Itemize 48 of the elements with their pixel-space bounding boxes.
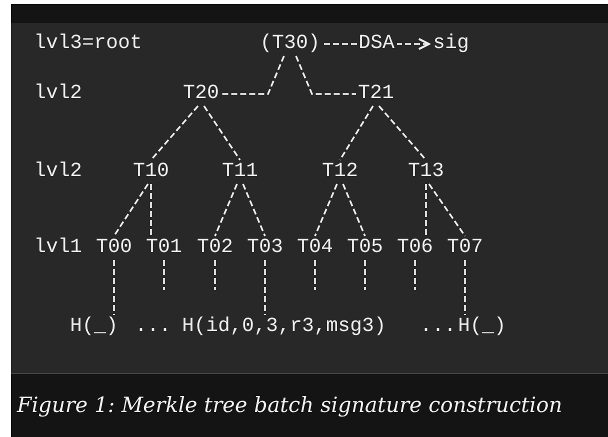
connector-line [378, 105, 427, 161]
level-label: ... [135, 315, 172, 339]
connector-line [464, 260, 466, 315]
tree-node-label: T01 [146, 236, 182, 260]
tree-node-label: T00 [96, 236, 132, 260]
tree-node-label: T04 [297, 236, 334, 260]
level-label: lvl2 [34, 160, 82, 184]
connector-line [264, 260, 266, 315]
tree-node-label: T21 [358, 82, 394, 106]
connector-line [425, 184, 427, 236]
tree-node-label: T05 [347, 236, 384, 260]
tree-node-label: T13 [408, 160, 444, 184]
tree-node-label: T11 [222, 160, 258, 184]
tree-node-label: T06 [397, 236, 434, 260]
connector-line [214, 184, 238, 236]
connector-line [163, 260, 165, 290]
tree-node-label: H(_) [70, 315, 118, 339]
connector-line [342, 184, 366, 236]
connector-line [314, 184, 338, 236]
tree-node-label: H(_) [458, 315, 506, 339]
connector-line [428, 183, 466, 237]
connector-line [221, 56, 285, 95]
figure-caption: Figure 1: Merkle tree batch signature construction [17, 392, 562, 419]
connector-line [113, 260, 115, 315]
connector-line [364, 260, 366, 290]
connector-line [242, 184, 266, 236]
connector-line [203, 106, 241, 160]
connector-line [113, 184, 149, 236]
level-label: ... [420, 315, 456, 339]
level-label: lvl2 [34, 82, 82, 106]
level-label: lvl3=root [34, 32, 142, 56]
connector-line [339, 106, 374, 160]
level-label: lvl1 [34, 236, 82, 260]
tree-node-label: T10 [133, 160, 170, 184]
connector-line [150, 184, 152, 236]
connector-line [295, 56, 356, 95]
tree-node-label: (T30) [260, 32, 320, 56]
tree-node-label: T02 [197, 236, 234, 260]
tree-node-label: T12 [322, 160, 358, 184]
connector-line [150, 105, 199, 161]
connector-line [414, 260, 416, 290]
tree-node-label: T20 [183, 82, 220, 106]
connector-line [314, 260, 316, 290]
tree-node-label: T03 [247, 236, 284, 260]
tree-node-label: T07 [447, 236, 484, 260]
tree-node-label: sig [433, 32, 470, 56]
connector-line [214, 260, 216, 290]
tree-node-label: H(id,0,3,r3,msg3) [182, 315, 386, 339]
